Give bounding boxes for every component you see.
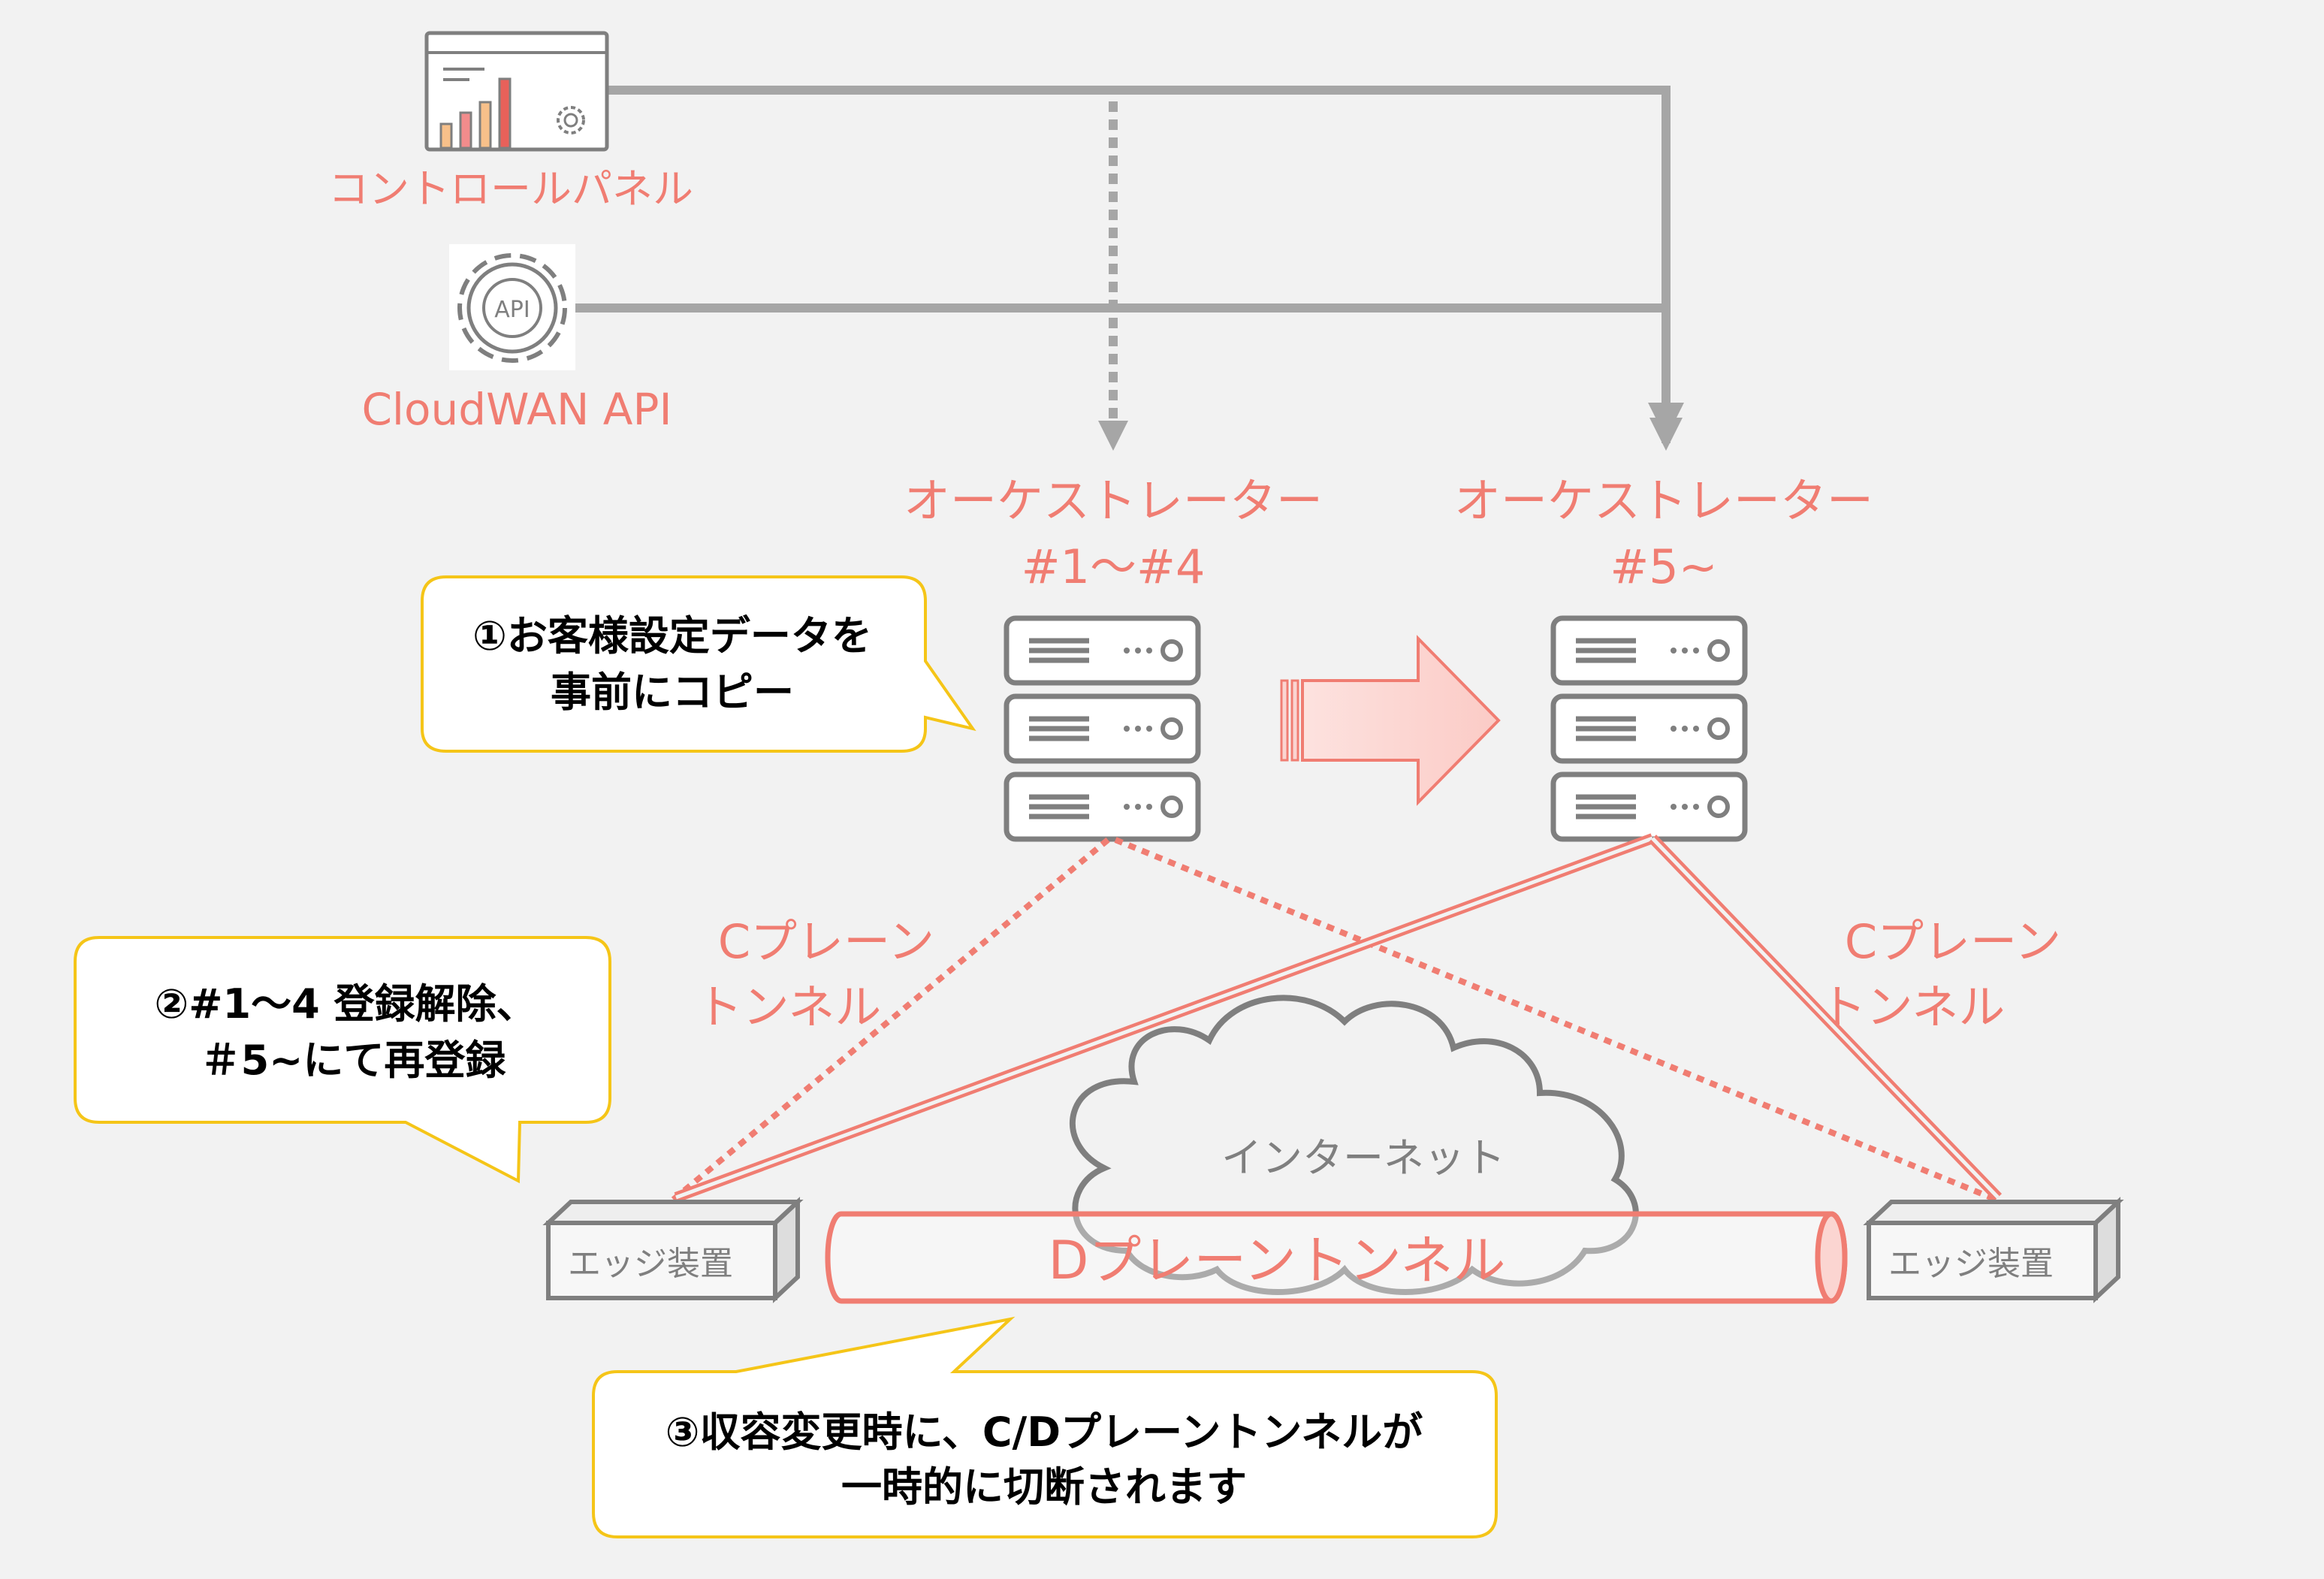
edge-device-left-icon bbox=[542, 1197, 804, 1303]
new-orchestrator-arrowhead bbox=[1649, 418, 1683, 451]
d-plane-tunnel-label: Dプレーントンネル bbox=[1048, 1230, 1505, 1291]
internet-label: インターネット bbox=[1221, 1134, 1505, 1182]
cloudwan-api-label: CloudWAN API bbox=[361, 384, 672, 435]
callout-step3-line2: 一時的に切断されます bbox=[841, 1463, 1247, 1511]
callout-step2-line1: ②#1～4 登録解除、 bbox=[155, 980, 537, 1028]
c-plane-old-left-dotted bbox=[670, 837, 1110, 1203]
new-orchestrator-label-line1: オーケストレーター bbox=[1454, 473, 1873, 528]
callout-step3: ③収容変更時に、C/Dプレーントンネルが 一時的に切断されます bbox=[592, 1316, 1498, 1538]
internet-cloud-icon bbox=[1069, 995, 1639, 1295]
callout-step2: ②#1～4 登録解除、 ＃5~にて再登録 bbox=[74, 936, 611, 1184]
edge-device-left-label: エッジ装置 bbox=[568, 1245, 733, 1283]
migration-arrow-icon bbox=[1280, 635, 1501, 806]
c-plane-new-right-double bbox=[1648, 835, 2003, 1201]
callout-step1-line2: 事前にコピー bbox=[551, 669, 794, 716]
callout-step3-line1: ③収容変更時に、C/Dプレーントンネルが bbox=[666, 1408, 1423, 1456]
callout-step1-line1: ①お客様設定データを bbox=[472, 612, 872, 660]
c-plane-tunnels bbox=[670, 833, 2003, 1203]
old-orchestrator-server-rack-icon bbox=[1004, 615, 1201, 842]
dashboard-window-icon bbox=[424, 31, 609, 152]
new-orchestrator-server-rack-icon bbox=[1550, 615, 1748, 842]
c-plane-right-label-line1: Cプレーン bbox=[1845, 914, 2061, 969]
edge-device-right-icon bbox=[1863, 1197, 2124, 1303]
api-icon-text: API bbox=[494, 297, 530, 323]
control-panel-label: コントロールパネル bbox=[328, 165, 693, 213]
c-plane-left-label-line2: トンネル bbox=[696, 980, 882, 1034]
c-plane-left-label-line1: Cプレーン bbox=[718, 914, 934, 969]
c-plane-old-right-dotted bbox=[1114, 837, 2000, 1203]
management-connections bbox=[572, 86, 1684, 451]
c-plane-new-left-double bbox=[674, 833, 1655, 1203]
control-panel-connector bbox=[608, 86, 1671, 443]
callout-step2-line2: ＃5~にて再登録 bbox=[201, 1037, 507, 1084]
edge-device-right-label: エッジ装置 bbox=[1888, 1245, 2054, 1283]
old-orchestrator-arrowhead bbox=[1098, 421, 1128, 451]
new-orchestrator-label-line2: #5~ bbox=[1610, 539, 1717, 594]
api-gear-icon: API bbox=[449, 244, 575, 370]
old-orchestrator-label-line2: #1～#4 bbox=[1022, 539, 1206, 594]
c-plane-right-label-line2: トンネル bbox=[1820, 980, 2006, 1034]
old-orchestrator-label-line1: オーケストレーター bbox=[904, 473, 1323, 528]
callout-step1: ①お客様設定データを 事前にコピー bbox=[421, 575, 976, 753]
d-plane-tunnel-pipe bbox=[825, 1211, 1848, 1304]
